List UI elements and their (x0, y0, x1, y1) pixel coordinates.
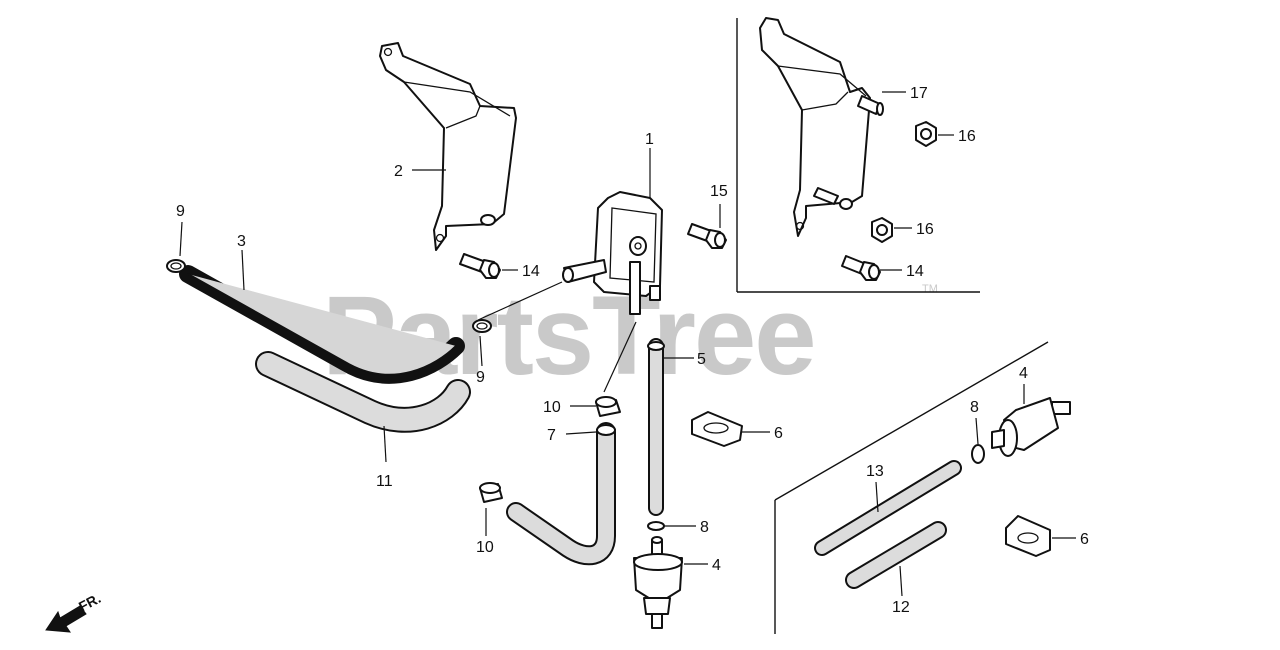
callout-16-top: 16 (958, 128, 976, 145)
callout-16-bottom: 16 (916, 221, 934, 238)
fuel-filter-part-4-center (633, 536, 683, 629)
callout-4-center: 4 (712, 557, 721, 574)
fuel-hose-part-5 (647, 338, 665, 516)
callout-9-top: 9 (176, 203, 185, 220)
callout-5: 5 (697, 351, 706, 368)
clamp-part-10-bottom (479, 482, 503, 503)
nut-part-16-bottom (871, 217, 893, 243)
clip-part-9-mid (472, 319, 492, 333)
callout-1: 1 (645, 131, 654, 148)
callout-17: 17 (910, 85, 928, 102)
callout-8-right: 8 (970, 399, 979, 416)
clip-part-8-right (971, 444, 985, 464)
callout-14-inset: 14 (906, 263, 924, 280)
callout-13: 13 (866, 463, 884, 480)
callout-10-top: 10 (543, 399, 561, 416)
callout-4-right: 4 (1019, 365, 1028, 382)
fuel-hose-part-3 (179, 265, 465, 384)
clamp-part-10-top (595, 396, 621, 417)
clip-part-9-top (166, 259, 186, 273)
callout-labels: 1 2 3 9 9 14 15 17 16 16 14 5 10 7 6 11 … (176, 85, 1089, 616)
bracket-part-2 (379, 42, 517, 251)
watermark-tm: TM (922, 283, 938, 295)
leader-lines (179, 91, 1076, 597)
callout-10-bottom: 10 (476, 539, 494, 556)
callout-6-center: 6 (774, 425, 783, 442)
nut-part-16-top (915, 121, 937, 147)
grommet-part-6-center (691, 411, 743, 447)
callout-2: 2 (394, 163, 403, 180)
inset-box-bottom-right (774, 341, 1049, 634)
bracket-inset (759, 17, 871, 237)
bolt-part-14-inset (841, 255, 881, 281)
fuel-hose-part-12 (845, 521, 947, 589)
callout-11: 11 (376, 473, 393, 490)
callout-8-center: 8 (700, 519, 709, 536)
callout-3: 3 (237, 233, 246, 250)
fuel-hose-part-11 (255, 351, 471, 433)
front-direction-arrow: FR. (45, 590, 103, 633)
bolt-part-14-left (459, 253, 501, 279)
callout-14-left: 14 (522, 263, 540, 280)
fuel-hose-part-7 (506, 422, 616, 566)
callout-6-right: 6 (1080, 531, 1089, 548)
grommet-part-6-right (1005, 515, 1051, 557)
callout-12: 12 (892, 599, 910, 616)
callout-7: 7 (547, 427, 556, 444)
fuel-filter-part-4-right (991, 397, 1071, 457)
arrow-icon (45, 605, 87, 633)
stud-part-17 (857, 95, 884, 116)
callout-9-mid: 9 (476, 369, 485, 386)
inset-box-top-right (736, 18, 980, 293)
callout-15: 15 (710, 183, 728, 200)
fuel-pump-part-1 (562, 191, 663, 315)
clip-part-8-center (647, 521, 665, 531)
fuel-hose-part-13 (814, 460, 962, 556)
bolt-part-15 (687, 223, 727, 249)
